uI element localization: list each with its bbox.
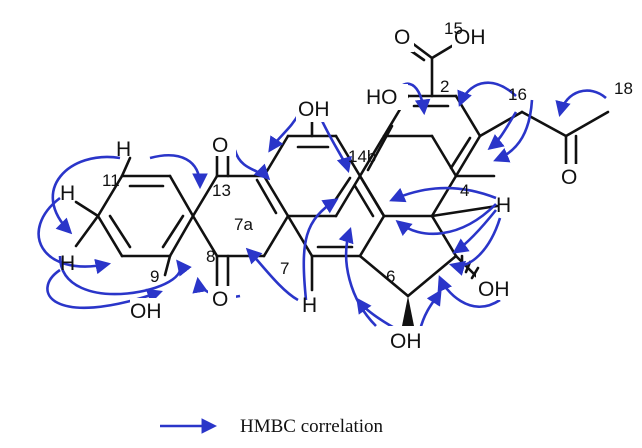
c12-h-label: H — [116, 138, 131, 161]
num-6: 6 — [386, 267, 395, 286]
c9-oh-label: OH — [130, 300, 162, 323]
c4-h-label: H — [496, 194, 511, 217]
acid-o-label: O — [394, 26, 410, 49]
c8-o-label: O — [212, 288, 228, 311]
atom-numbers: 15 2 16 18 14b 4 11 13 7a 8 7 6 9 — [102, 19, 633, 286]
num-15: 15 — [444, 19, 463, 38]
num-9: 9 — [150, 267, 159, 286]
c13-o-label: O — [212, 134, 228, 157]
num-4: 4 — [460, 181, 469, 200]
atom-labels: OH O HO OH O O OH OH OH O H H H H H — [60, 24, 584, 353]
num-14b: 14b — [348, 147, 376, 166]
num-7: 7 — [280, 259, 289, 278]
c6-oh-label: OH — [390, 330, 422, 353]
c10-h-label: H — [60, 252, 75, 275]
c1-oh-label: HO — [366, 86, 398, 109]
c5-oh-label: OH — [478, 278, 510, 301]
acid-oh-label: OH — [454, 26, 486, 49]
num-18: 18 — [614, 79, 633, 98]
num-16: 16 — [508, 85, 527, 104]
num-7a: 7a — [234, 215, 253, 234]
legend-label: HMBC correlation — [240, 416, 384, 437]
num-2: 2 — [440, 77, 449, 96]
legend: HMBC correlation — [160, 416, 384, 437]
c12-oh-label: OH — [298, 98, 330, 121]
num-11: 11 — [102, 171, 120, 190]
c17-o-label: O — [561, 166, 577, 189]
c11-h-label: H — [60, 182, 75, 205]
bond-skeleton — [74, 38, 610, 326]
num-13: 13 — [212, 181, 231, 200]
c7-h-label: H — [302, 294, 317, 317]
num-8: 8 — [206, 247, 215, 266]
